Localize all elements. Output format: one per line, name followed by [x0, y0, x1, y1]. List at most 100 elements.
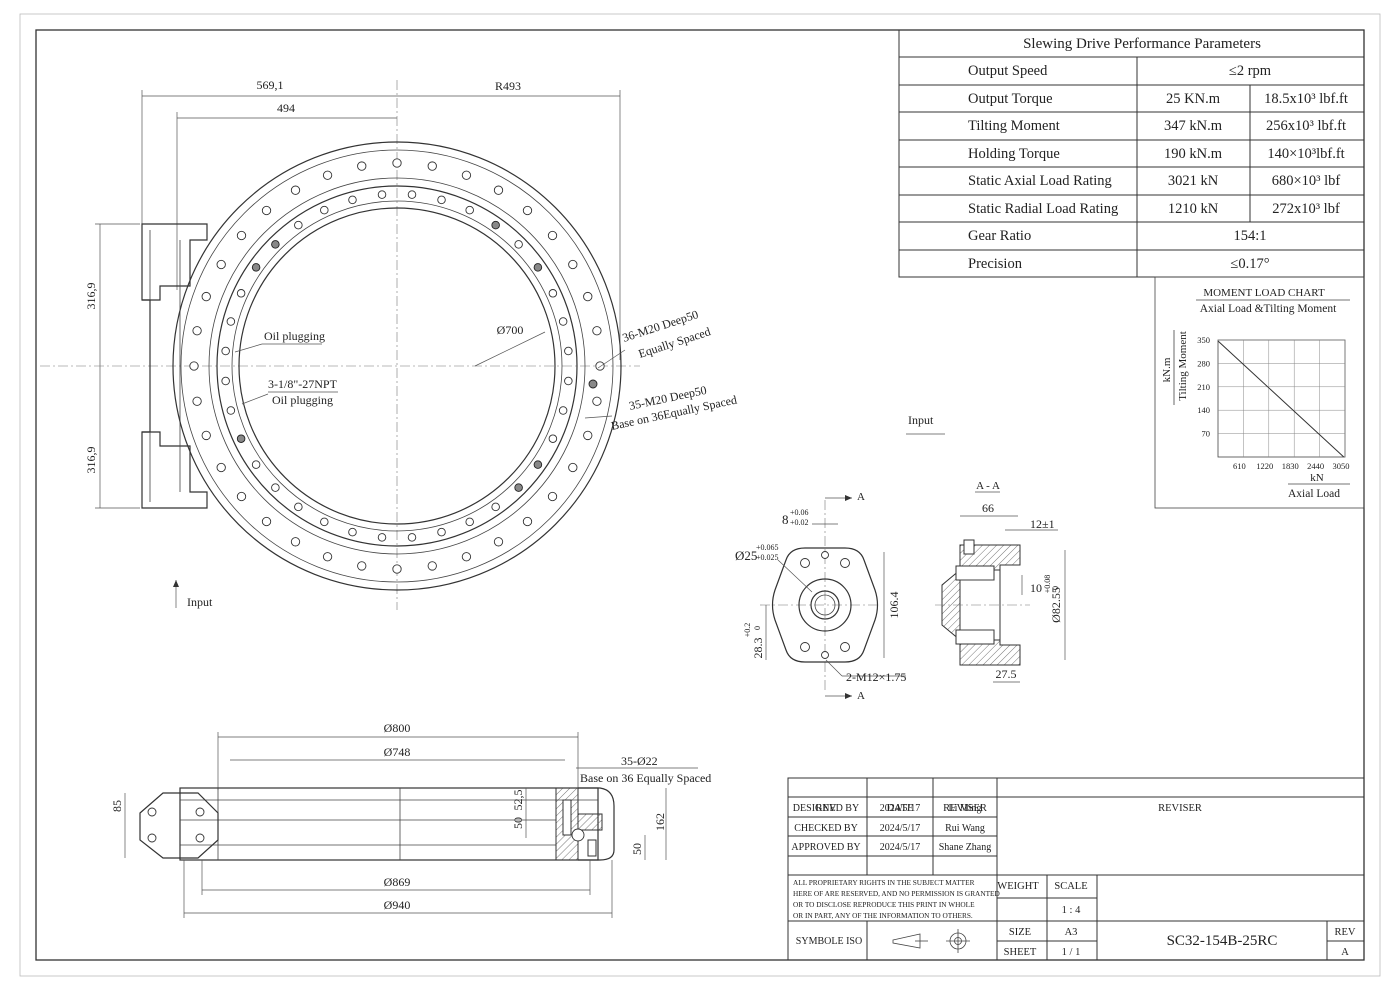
rights-line-4: OR IN PART, ANY OF THE INFORMATION TO OT…	[793, 911, 973, 920]
outer-bolt-hole	[236, 491, 247, 502]
dim-8-upper: +0.06	[790, 508, 809, 517]
chart-x-unit: kN	[1310, 472, 1324, 484]
scale-label: SCALE	[1054, 881, 1087, 892]
section-aa-title: A - A	[976, 480, 1000, 492]
inner-bolt-hole	[251, 263, 261, 272]
outer-bolt-hole	[290, 185, 301, 195]
param-value: 154:1	[1233, 228, 1266, 244]
param-value: ≤2 rpm	[1229, 63, 1272, 79]
dim-28-3-lower: 0	[753, 626, 762, 630]
outer-bolt-hole	[201, 291, 211, 302]
tb-date: 2024/5/17	[880, 842, 921, 853]
outer-bolt-hole	[595, 361, 605, 371]
tb-name: Shane Zhang	[939, 842, 992, 853]
inner-bolt-hole	[226, 406, 236, 415]
params-title: Slewing Drive Performance Parameters	[1023, 36, 1261, 52]
inner-bolt-hole	[236, 289, 246, 298]
inner-bolt-hole	[548, 289, 558, 298]
inner-bolt-hole	[348, 527, 357, 537]
chart-y-unit: kN.m	[1161, 357, 1173, 382]
dim-3169-top: 316,9	[84, 283, 98, 310]
param-value-imperial: 272x10³ lbf	[1272, 201, 1340, 217]
param-value-imperial: 18.5x10³ lbf.ft	[1264, 91, 1348, 107]
inner-bolt-hole	[320, 517, 329, 527]
chart-y-tick-label: 70	[1202, 429, 1211, 439]
inner-bolt-hole	[294, 502, 303, 512]
param-value-imperial: 140×10³lbf.ft	[1267, 146, 1344, 162]
outer-bolt-hole	[192, 326, 202, 336]
holes-35-22: 35-Ø22	[621, 754, 658, 768]
size-label: SIZE	[1009, 927, 1031, 938]
chart-x-tick-label: 3050	[1333, 461, 1350, 471]
chart-y-label: Tilting Moment	[1177, 331, 1189, 401]
outer-bolt-hole	[261, 516, 272, 527]
drawing-frame	[35, 29, 1365, 961]
outer-bolt-hole	[461, 552, 472, 562]
param-label: Gear Ratio	[968, 228, 1031, 244]
dia-748: Ø748	[384, 745, 411, 759]
dia-869: Ø869	[384, 875, 411, 889]
dim-10-lower: 0	[1051, 586, 1060, 590]
dim-27-5: 27.5	[996, 667, 1017, 681]
dim-r493: R493	[495, 79, 521, 93]
tb-date: 2024/5/17	[880, 823, 921, 834]
inner-bolt-hole	[564, 376, 573, 386]
inner-bolt-hole	[407, 190, 417, 199]
param-value-si: 1210 kN	[1168, 201, 1219, 217]
inner-bolt-hole	[437, 195, 446, 205]
grease-fitting-icon	[588, 379, 598, 389]
dim-52-5: 52,5	[511, 790, 525, 811]
dim-10-tol: +0.08	[1043, 575, 1052, 594]
moment-load-chart: MOMENT LOAD CHART Axial Load &Tilting Mo…	[1154, 276, 1365, 509]
oil-plugging-label-1: Oil plugging	[264, 329, 325, 343]
outer-bolt-hole	[216, 462, 226, 473]
inner-bolt-hole	[221, 376, 230, 386]
chart-plot-frame	[1217, 339, 1346, 458]
inner-bolt-hole	[491, 502, 500, 512]
rights-line-3: OR TO DISCLOSE REPRODUCE THIS PRINT IN W…	[793, 900, 975, 909]
outer-bolt-hole	[322, 552, 333, 562]
dim-50a: 50	[511, 817, 525, 829]
inner-bolt-hole	[437, 527, 446, 537]
tb-role: APPROVED BY	[791, 842, 860, 853]
flange-view: A A 8 +0.06 +0.02 Ø25 +0.065 +0.025 106.…	[735, 491, 906, 702]
chart-x-tick-label: 1220	[1256, 461, 1273, 471]
outer-bolt-hole	[392, 564, 402, 574]
param-value: ≤0.17°	[1230, 256, 1269, 272]
drawing-number: SC32-154B-25RC	[1167, 933, 1278, 949]
inner-bolt-hole	[271, 483, 280, 492]
inner-bolt-hole	[558, 406, 568, 415]
param-value-si: 25 KN.m	[1166, 91, 1221, 107]
outer-bolt-hole	[290, 537, 301, 547]
rights-line-2: HERE OF ARE RESERVED, AND NO PERMISSION …	[793, 889, 1000, 898]
input-label-middle: Input	[908, 413, 934, 427]
tb-header-reviser-big: REVISER	[1158, 803, 1202, 814]
inner-bolt-hole	[236, 434, 246, 443]
param-value-si: 190 kN.m	[1164, 146, 1223, 162]
side-view: Ø800 Ø748 35-Ø22 Base on 36 Equally Spac…	[110, 721, 711, 918]
sheet-value: 1 / 1	[1062, 947, 1081, 958]
dim-8: 8	[782, 512, 789, 527]
dim-66: 66	[982, 501, 994, 515]
rev-value: A	[1341, 947, 1349, 958]
inner-bolt-hole	[491, 220, 500, 230]
holes-base-36: Base on 36 Equally Spaced	[580, 771, 711, 785]
dia-940: Ø940	[384, 898, 411, 912]
symbole-iso-label: SYMBOLE ISO	[796, 936, 862, 947]
tb-role: DESIGNED BY	[793, 803, 859, 814]
dim-28-3: 28.3	[751, 638, 765, 659]
dia-82-55: Ø82.55	[1049, 587, 1063, 623]
inner-bolt-hole	[514, 240, 523, 249]
tb-header-reviser: REVISER	[943, 803, 987, 814]
outer-bolt-hole	[592, 326, 602, 336]
size-value: A3	[1065, 927, 1078, 938]
dia-25-upper: +0.065	[756, 543, 779, 552]
param-label: Static Axial Load Rating	[968, 173, 1112, 189]
outer-bolt-holes	[189, 158, 605, 574]
section-a-a: A - A 66 12±1 10 +0.08 0 Ø82.55 27.5	[935, 480, 1066, 683]
inner-bolt-hole	[465, 205, 474, 215]
dim-162: 162	[653, 813, 667, 831]
front-input-label: Input	[187, 595, 213, 609]
